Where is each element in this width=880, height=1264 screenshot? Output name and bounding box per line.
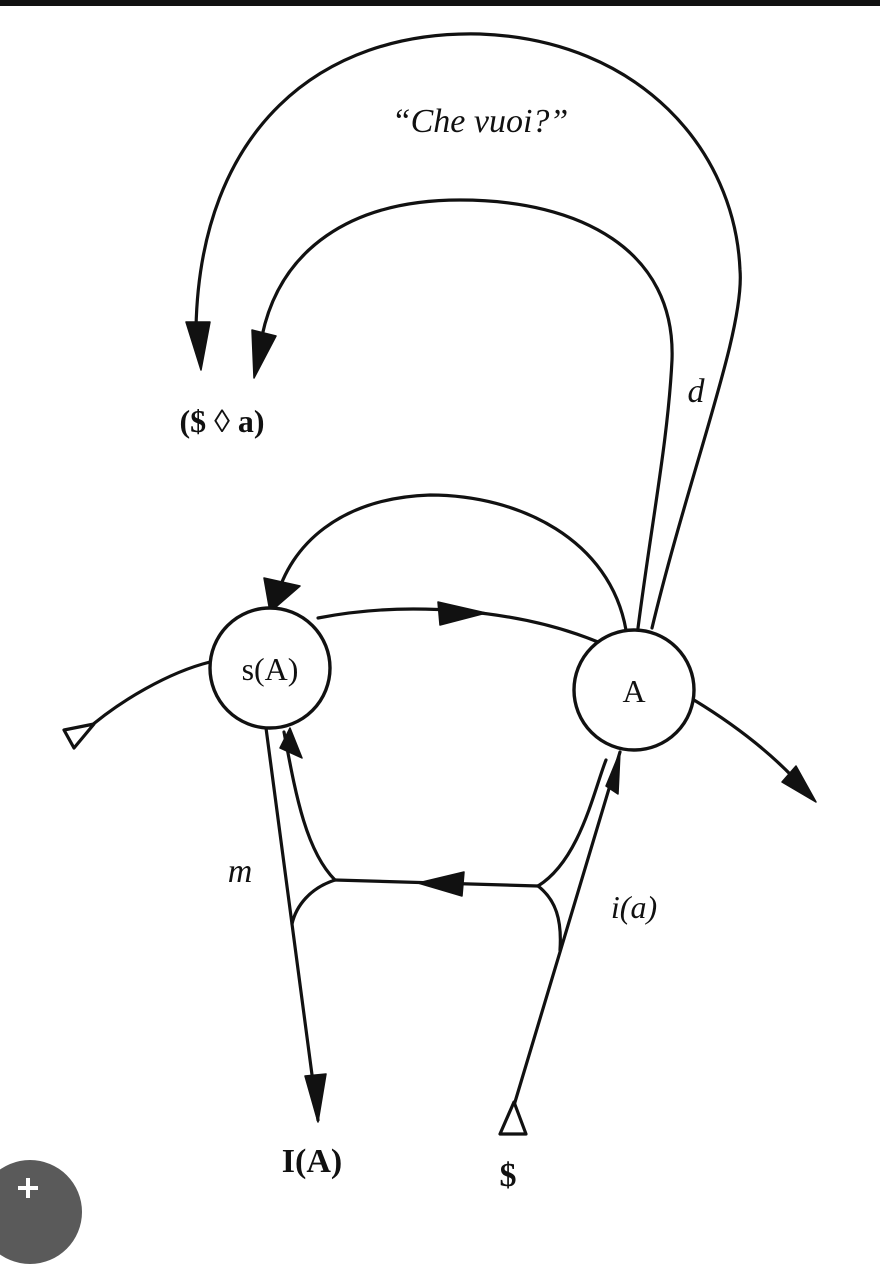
chain-right-arrowhead [781, 765, 817, 803]
lower-connector-right [536, 758, 608, 888]
ego-vector-arrowhead [304, 1073, 327, 1123]
other-node-label: A [622, 673, 645, 709]
inner-upper-loop [260, 198, 674, 630]
ego-label: m [228, 853, 253, 890]
signifying-chain-left [82, 660, 212, 734]
fantasy-formula: ($ ◊ a) [179, 403, 264, 439]
ego-ideal-label: I(A) [282, 1143, 342, 1180]
arc-other-to-signified [274, 493, 628, 632]
lower-join-right-curve [536, 884, 562, 952]
inner-loop-arrowhead [251, 329, 277, 379]
outer-upper-loop [194, 32, 742, 630]
lower-connector-left-arrowhead [279, 727, 303, 759]
arc-arrowhead [263, 577, 301, 613]
che-vuoi-label: “Che vuoi?” [392, 103, 569, 140]
image-vector-arrowhead [605, 751, 621, 795]
chain-upper-arrowhead [437, 601, 487, 626]
lower-connector-bottom-arrowhead [417, 871, 465, 897]
signified-node-label: s(A) [242, 651, 299, 687]
outer-loop-arrowhead [185, 321, 211, 371]
other-node [572, 628, 696, 752]
plus-icon [18, 1178, 38, 1198]
top-border [0, 0, 880, 6]
chain-left-open-head [62, 722, 96, 750]
graph-of-desire-diagram: “Che vuoi?” ($ ◊ a) s(A) A d m i(a) I(A)… [62, 32, 817, 1194]
signified-node [208, 606, 332, 730]
drive-label: d [688, 373, 706, 410]
lower-connector-left [282, 730, 337, 882]
lower-join-left-curve [290, 878, 337, 926]
subject-label: $ [500, 1157, 517, 1194]
subject-open-head [498, 1100, 528, 1136]
image-vector [510, 750, 622, 1114]
image-label: i(a) [611, 889, 657, 925]
